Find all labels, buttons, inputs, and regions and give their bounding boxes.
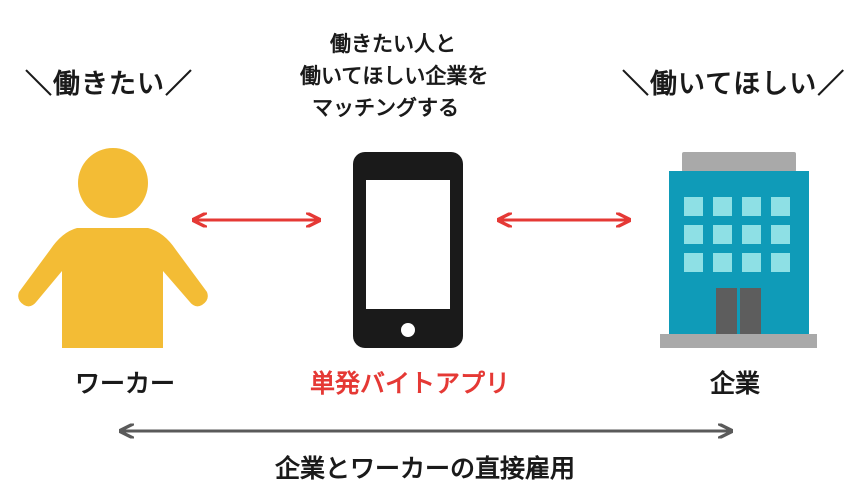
description-line-2: 働いてほしい企業を: [300, 64, 489, 88]
app-label: 単発バイトアプリ: [309, 369, 510, 398]
worker-label: ワーカー: [74, 369, 175, 398]
smartphone-icon: [353, 152, 463, 348]
worker-tagline: ＼働きたい／: [25, 69, 193, 100]
direct-employment-caption: 企業とワーカーの直接雇用: [274, 454, 575, 483]
office-building-icon: [660, 152, 817, 348]
company-label: 企業: [709, 369, 760, 398]
person-icon: [18, 148, 208, 348]
matching-description: 働きたい人と 働いてほしい企業を マッチングする: [300, 28, 550, 124]
company-tagline: ＼働いてほしい／: [622, 69, 846, 100]
description-line-3: マッチングする: [312, 96, 459, 120]
description-line-1: 働きたい人と: [330, 32, 456, 56]
